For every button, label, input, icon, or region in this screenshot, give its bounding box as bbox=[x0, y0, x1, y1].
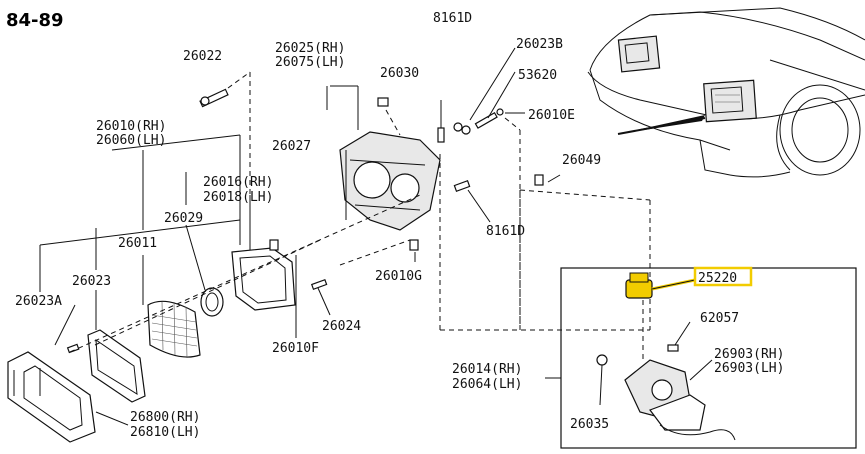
part-26030-clip bbox=[377, 97, 389, 107]
label-26024: 26024 bbox=[322, 319, 361, 334]
part-8161d-bolt-mid bbox=[453, 180, 471, 192]
part-26010-retaining-ring bbox=[87, 329, 146, 403]
part-26011-lamp bbox=[147, 300, 201, 359]
label-8161d-top: 8161D bbox=[433, 11, 472, 26]
label-26022: 26022 bbox=[183, 49, 222, 64]
label-25220: 25220 bbox=[698, 271, 737, 286]
part-adjuster-hardware bbox=[453, 108, 504, 135]
label-26011: 26011 bbox=[118, 236, 157, 251]
label-26810: 26810(LH) bbox=[130, 425, 200, 440]
label-26030: 26030 bbox=[380, 66, 419, 81]
label-26023b: 26023B bbox=[516, 37, 563, 52]
label-53620: 53620 bbox=[518, 68, 557, 83]
label-26010e: 26010E bbox=[528, 108, 575, 123]
label-26035: 26035 bbox=[570, 417, 609, 432]
label-26010f: 26010F bbox=[272, 341, 319, 356]
label-26018: 26018(LH) bbox=[203, 190, 273, 205]
part-62057-bolt bbox=[667, 344, 679, 352]
diagram-title: 84-89 bbox=[6, 10, 64, 31]
label-26014: 26014(RH) bbox=[452, 362, 522, 377]
part-26023a-screw bbox=[66, 343, 80, 354]
label-26060: 26060(LH) bbox=[96, 133, 166, 148]
part-26014-motor-assembly bbox=[596, 354, 736, 441]
label-26049: 26049 bbox=[562, 153, 601, 168]
label-26903-lh: 26903(LH) bbox=[714, 361, 784, 376]
part-26800-bezel bbox=[7, 351, 96, 443]
part-26016-gasket bbox=[231, 247, 296, 311]
label-26023a: 26023A bbox=[15, 294, 62, 309]
label-26025: 26025(RH) bbox=[275, 41, 345, 56]
label-26075: 26075(LH) bbox=[275, 55, 345, 70]
part-26025-housing bbox=[339, 131, 441, 231]
part-26022-bolt bbox=[199, 88, 229, 108]
label-26023: 26023 bbox=[72, 274, 111, 289]
car-front-illustration bbox=[587, 7, 865, 178]
label-26029: 26029 bbox=[164, 211, 203, 226]
label-26016: 26016(RH) bbox=[203, 175, 273, 190]
label-26903-rh: 26903(RH) bbox=[714, 347, 784, 362]
label-26010g: 26010G bbox=[375, 269, 422, 284]
label-26800: 26800(RH) bbox=[130, 410, 200, 425]
label-26064: 26064(LH) bbox=[452, 377, 522, 392]
part-26010g-nut bbox=[409, 239, 419, 251]
label-25220-highlight bbox=[693, 266, 753, 287]
part-26049-clip bbox=[534, 174, 544, 186]
label-62057: 62057 bbox=[700, 311, 739, 326]
part-26024-pin bbox=[310, 278, 328, 290]
label-26010: 26010(RH) bbox=[96, 119, 166, 134]
label-8161d-mid: 8161D bbox=[486, 224, 525, 239]
part-8161d-bolt-top bbox=[437, 127, 445, 143]
label-26027: 26027 bbox=[272, 139, 311, 154]
part-25220-relay bbox=[625, 272, 653, 299]
